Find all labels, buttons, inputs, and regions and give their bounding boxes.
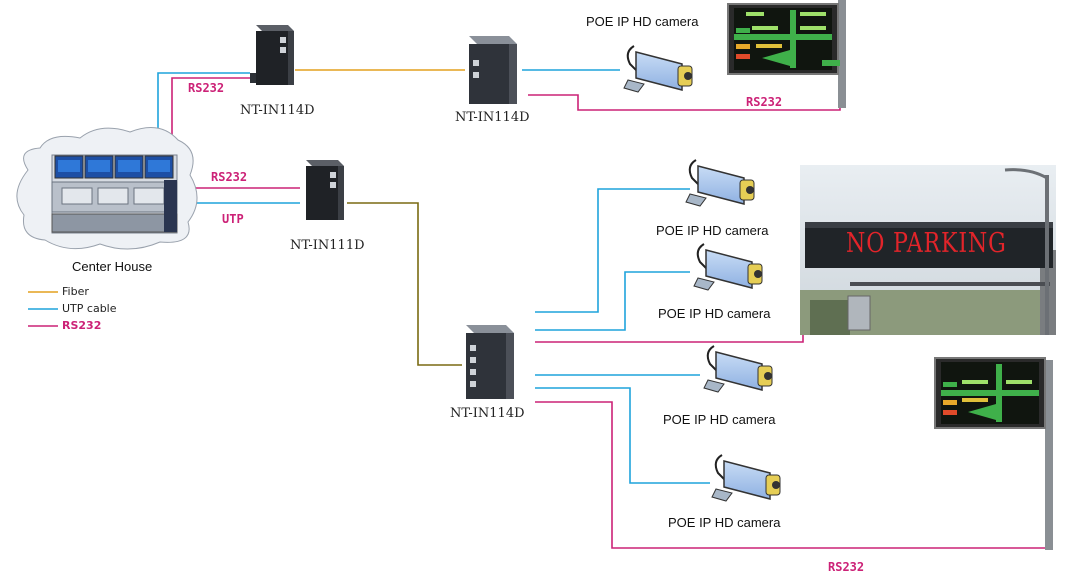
camera-icon: [685, 159, 755, 207]
utp-line-d4-cam3: [535, 271, 690, 331]
traffic-guidance-sign-top: [727, 0, 846, 108]
trunk-line-d3-d4: [347, 202, 462, 366]
rs232-label-center-d1: RS232: [188, 81, 225, 95]
center-house-label: Center House: [72, 259, 153, 274]
rs232-label-center-d3: RS232: [211, 170, 248, 184]
switch-nt-in114d-top-left: [250, 25, 294, 85]
camera-label-4: POE IP HD camera: [663, 412, 776, 427]
utp-line-d4-cam5: [535, 387, 710, 484]
rs232-label-bottom: RS232: [828, 560, 865, 574]
center-house-illustration: [16, 127, 198, 250]
device-label-nt-in114d-top-left: NT-IN114D: [240, 103, 315, 118]
camera-label-5: POE IP HD camera: [668, 515, 781, 530]
no-parking-sign-photo: [800, 165, 1056, 335]
camera-label-1: POE IP HD camera: [586, 14, 699, 29]
rs232-line-center-d1: [171, 77, 250, 150]
legend-swatches: [28, 291, 58, 327]
utp-line-d4-cam2: [535, 188, 690, 313]
camera-label-2: POE IP HD camera: [656, 223, 769, 238]
switch-nt-in114d-top-right: [469, 36, 517, 104]
utp-line-center-d1: [157, 72, 250, 150]
rs232-line-d2-sign1: [528, 94, 841, 111]
device-label-nt-in114d-top-right: NT-IN114D: [455, 110, 530, 125]
no-parking-sign-text: NO PARKING: [846, 228, 1007, 259]
utp-label-center-d3: UTP: [222, 212, 244, 226]
camera-icon: [703, 345, 773, 393]
camera-icon: [693, 243, 763, 291]
device-label-nt-in111d: NT-IN111D: [290, 238, 365, 253]
camera-label-3: POE IP HD camera: [658, 306, 771, 321]
legend-fiber-label: Fiber: [62, 285, 89, 298]
device-label-nt-in114d-bottom: NT-IN114D: [450, 406, 525, 421]
switch-nt-in111d: [306, 160, 344, 220]
camera-icon: [623, 45, 693, 93]
legend-utp-label: UTP cable: [62, 302, 117, 315]
rs232-label-d2-sign: RS232: [746, 95, 783, 109]
camera-icon: [711, 454, 781, 502]
legend-rs232-label: RS232: [62, 319, 102, 332]
switch-nt-in114d-bottom: [466, 325, 514, 399]
traffic-guidance-sign-bottom: [934, 357, 1053, 550]
